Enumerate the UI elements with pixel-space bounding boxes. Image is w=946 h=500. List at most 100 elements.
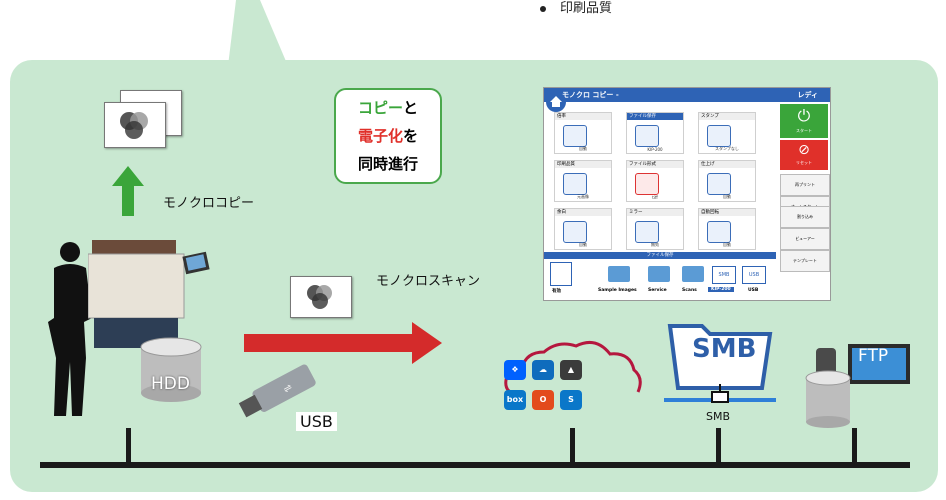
- google-drive-icon: ▲: [560, 360, 582, 380]
- smb-folder-icon: [667, 324, 773, 390]
- screen-title-bar: モノクロ コピー - レディ: [544, 88, 830, 102]
- tile-label: 無効: [651, 242, 659, 247]
- mono-copy-label: モノクロコピー: [163, 196, 255, 211]
- interrupt-button[interactable]: 割り込み: [780, 206, 830, 228]
- folder-icon[interactable]: [682, 266, 704, 282]
- viewer-button[interactable]: ビューアー: [780, 228, 830, 250]
- magnify-icon: [563, 125, 587, 147]
- tile-head: 余白: [555, 209, 611, 216]
- start-button[interactable]: ⏻スタート: [780, 104, 828, 138]
- folder-usb[interactable]: USB: [748, 288, 759, 293]
- badge-to: と: [403, 99, 419, 117]
- ftp-label: FTP: [858, 346, 889, 366]
- tile-print-quality[interactable]: 印刷品質元画像: [554, 160, 612, 202]
- monitor-icon: [635, 125, 659, 147]
- stop-icon: ⊘: [798, 142, 810, 158]
- grayscale-circles-icon: [120, 112, 148, 139]
- tile-head: ミラー: [627, 209, 683, 216]
- badge-digitize: 電子化: [357, 127, 403, 145]
- tile-finishing[interactable]: 仕上げ自動: [698, 160, 756, 202]
- bullet-text: 印刷品質: [560, 1, 613, 16]
- smb-folder-icon[interactable]: SMB: [712, 266, 736, 284]
- quality-icon: [563, 173, 587, 195]
- printer-machine: [88, 240, 210, 348]
- network-drop-smb: [716, 428, 721, 464]
- tile-auto-rotate[interactable]: 自動回転自動: [698, 208, 756, 250]
- bullet-dot: [540, 5, 546, 12]
- network-drop-cloud: [570, 428, 575, 464]
- badge-copy: コピー: [357, 99, 403, 117]
- usb-stick-icon: ⇌: [238, 364, 316, 418]
- enabled-label: 有効: [552, 289, 561, 294]
- usb-drive-icon[interactable]: USB: [742, 266, 766, 284]
- reset-label: リセット: [796, 160, 812, 165]
- tile-head: スタンプ: [699, 113, 755, 120]
- rotate-icon: [707, 221, 731, 243]
- stamp-icon: [707, 125, 731, 147]
- folder-icon[interactable]: [608, 266, 630, 282]
- tile-head: 仕上げ: [699, 161, 755, 168]
- save-icon[interactable]: [550, 262, 572, 286]
- hdd-icon: [140, 337, 202, 402]
- tile-head: ファイル保存: [627, 113, 683, 120]
- box-icon: box: [504, 390, 526, 410]
- badge-wo: を: [403, 127, 419, 145]
- ftp-server-icon: [805, 344, 910, 428]
- margin-icon: [563, 221, 587, 243]
- reprint-button[interactable]: 再プリント: [780, 174, 830, 196]
- hdd-label: HDD: [151, 374, 190, 394]
- folder-sample-images[interactable]: Sample Images: [598, 288, 637, 293]
- folder-kip-200[interactable]: KIP-200: [708, 287, 734, 292]
- screen-status: レディ: [797, 91, 818, 99]
- template-button[interactable]: テンプレート: [780, 250, 830, 272]
- tile-stamp[interactable]: スタンプスタンプなし: [698, 112, 756, 154]
- tile-head: ファイル形式: [627, 161, 683, 168]
- onedrive-icon: ☁: [532, 360, 554, 380]
- tile-label: 元画像: [577, 194, 589, 199]
- scan-sheet: [290, 276, 352, 318]
- copy-sheet-front: [104, 102, 166, 148]
- folder-scans[interactable]: Scans: [682, 288, 697, 293]
- tile-head: 自動回転: [699, 209, 755, 216]
- tile-label: 自動: [579, 242, 587, 247]
- finishing-icon: [707, 173, 731, 195]
- network-node-icon: [664, 384, 776, 403]
- tile-label: スタンプなし: [715, 146, 739, 151]
- dropbox-icon: ❖: [504, 360, 526, 380]
- callout-tail: [228, 0, 288, 66]
- tile-head: 倍率: [555, 113, 611, 120]
- mirror-icon: [635, 221, 659, 243]
- screen-title: モノクロ コピー -: [562, 91, 619, 99]
- file-save-bar: ファイル保存: [544, 252, 776, 259]
- home-icon[interactable]: [546, 92, 566, 112]
- network-bus: [40, 462, 910, 468]
- tile-label: tiff: [652, 195, 658, 200]
- office-icon: O: [532, 390, 554, 410]
- tile-mirror[interactable]: ミラー無効: [626, 208, 684, 250]
- right-arrow: [244, 322, 442, 364]
- tile-label: 自動: [579, 146, 587, 151]
- pdf-icon: [635, 173, 659, 195]
- person-silhouette: [48, 242, 92, 416]
- tile-magnification[interactable]: 倍率自動: [554, 112, 612, 154]
- badge-simultaneous: 同時進行: [357, 155, 418, 173]
- tile-file-format[interactable]: ファイル形式 tiff: [626, 160, 684, 202]
- grayscale-circles-icon: [307, 285, 332, 309]
- tile-margin[interactable]: 余白自動: [554, 208, 612, 250]
- tile-label: 自動: [723, 194, 731, 199]
- network-drop-ftp: [852, 428, 857, 464]
- folder-service[interactable]: Service: [648, 288, 667, 293]
- up-arrow: [112, 166, 144, 216]
- tile-head: 印刷品質: [555, 161, 611, 168]
- smb-small-label: SMB: [706, 410, 731, 423]
- copy-digitize-badge: コピーと 電子化を 同時進行: [334, 88, 442, 184]
- usb-label: USB: [296, 412, 337, 431]
- power-icon: ⏻: [797, 106, 811, 125]
- sharepoint-icon: S: [560, 390, 582, 410]
- reset-button[interactable]: ⊘ リセット: [780, 140, 828, 170]
- network-drop-printer: [126, 428, 131, 464]
- folder-icon[interactable]: [648, 266, 670, 282]
- bullet-item: 印刷品質: [540, 0, 612, 16]
